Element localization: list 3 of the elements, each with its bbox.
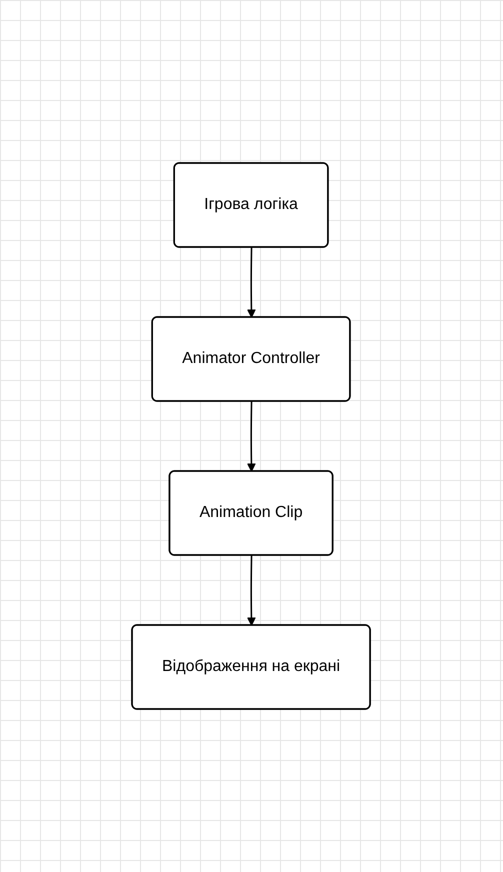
arrow	[247, 401, 256, 472]
arrow	[247, 555, 256, 626]
arrow	[247, 247, 256, 318]
